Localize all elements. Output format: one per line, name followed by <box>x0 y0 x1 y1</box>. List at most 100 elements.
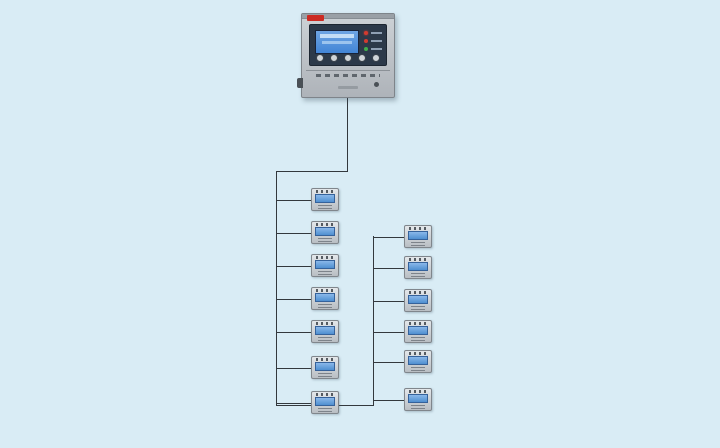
controller-top-edge <box>302 14 394 19</box>
detector-label-line <box>411 276 425 277</box>
detector-label-line <box>318 271 332 272</box>
detector-node <box>311 254 339 277</box>
lcd-readout-line <box>320 34 354 38</box>
stub-line <box>373 332 404 333</box>
detector-node <box>311 391 339 414</box>
detector-terminals <box>409 258 427 261</box>
controller-button <box>372 54 380 62</box>
detector-label-line <box>318 208 332 209</box>
detector-node <box>404 350 432 373</box>
stub-line <box>276 368 311 369</box>
detector-display <box>315 260 335 269</box>
detector-node <box>404 289 432 312</box>
detector-label-line <box>318 337 332 338</box>
stub-line <box>276 299 311 300</box>
fault-led-icon <box>364 39 368 43</box>
detector-node <box>311 320 339 343</box>
detector-node <box>404 320 432 343</box>
stub-line <box>276 332 311 333</box>
detector-terminals <box>316 289 334 292</box>
detector-label-line <box>318 238 332 239</box>
panel-seam <box>306 70 390 71</box>
bus-line <box>276 171 348 172</box>
detector-terminals <box>316 223 334 226</box>
detector-terminals <box>409 227 427 230</box>
detector-label-line <box>318 304 332 305</box>
detector-node <box>404 225 432 248</box>
detector-label-line <box>318 376 332 377</box>
detector-terminals <box>316 322 334 325</box>
controller-button-row <box>316 54 380 62</box>
detector-node <box>404 256 432 279</box>
stub-line <box>276 233 311 234</box>
detector-terminals <box>316 256 334 259</box>
bus-line <box>276 171 277 406</box>
detector-label-line <box>411 273 425 274</box>
detector-display <box>408 295 428 304</box>
detector-label-line <box>411 340 425 341</box>
stub-line <box>373 268 404 269</box>
controller-panel <box>297 13 395 98</box>
power-led-icon <box>364 47 368 51</box>
detector-display <box>315 293 335 302</box>
panel-engraved-text <box>316 74 380 77</box>
detector-label-line <box>411 408 425 409</box>
detector-display <box>408 394 428 403</box>
cabinet-vent <box>338 86 358 89</box>
led-label <box>371 32 382 34</box>
detector-node <box>404 388 432 411</box>
detector-display <box>315 326 335 335</box>
detector-display <box>315 362 335 371</box>
detector-terminals <box>409 352 427 355</box>
detector-label-line <box>318 307 332 308</box>
detector-label-line <box>318 241 332 242</box>
detector-label-line <box>411 242 425 243</box>
detector-display <box>315 194 335 203</box>
detector-terminals <box>409 322 427 325</box>
detector-label-line <box>411 309 425 310</box>
controller-lcd-screen <box>315 30 359 54</box>
detector-label-line <box>411 370 425 371</box>
detector-terminals <box>409 291 427 294</box>
detector-label-line <box>411 337 425 338</box>
stub-line <box>276 266 311 267</box>
stub-line <box>373 301 404 302</box>
controller-button <box>330 54 338 62</box>
detector-display <box>315 227 335 236</box>
detector-label-line <box>411 367 425 368</box>
detector-label-line <box>318 411 332 412</box>
bus-line <box>373 236 374 406</box>
detector-display <box>315 397 335 406</box>
cabinet-hinge <box>297 78 303 88</box>
detector-node <box>311 287 339 310</box>
detector-label-line <box>318 274 332 275</box>
stub-line <box>276 403 311 404</box>
stub-line <box>373 237 404 238</box>
bus-line <box>347 96 348 172</box>
stub-line <box>276 200 311 201</box>
lcd-readout-line <box>322 41 352 44</box>
detector-display <box>408 326 428 335</box>
brand-logo <box>307 15 324 21</box>
detector-terminals <box>316 358 334 361</box>
stub-line <box>373 362 404 363</box>
detector-terminals <box>316 393 334 396</box>
led-label <box>371 48 382 50</box>
controller-button <box>358 54 366 62</box>
detector-display <box>408 356 428 365</box>
cabinet-lock-icon <box>374 82 379 87</box>
detector-label-line <box>411 245 425 246</box>
detector-terminals <box>316 190 334 193</box>
detector-label-line <box>411 405 425 406</box>
controller-display-bezel <box>309 24 387 66</box>
detector-label-line <box>318 408 332 409</box>
detector-label-line <box>318 340 332 341</box>
detector-label-line <box>318 205 332 206</box>
detector-node <box>311 356 339 379</box>
detector-node <box>311 221 339 244</box>
controller-button <box>344 54 352 62</box>
detector-node <box>311 188 339 211</box>
stub-line <box>373 400 404 401</box>
detector-label-line <box>318 373 332 374</box>
